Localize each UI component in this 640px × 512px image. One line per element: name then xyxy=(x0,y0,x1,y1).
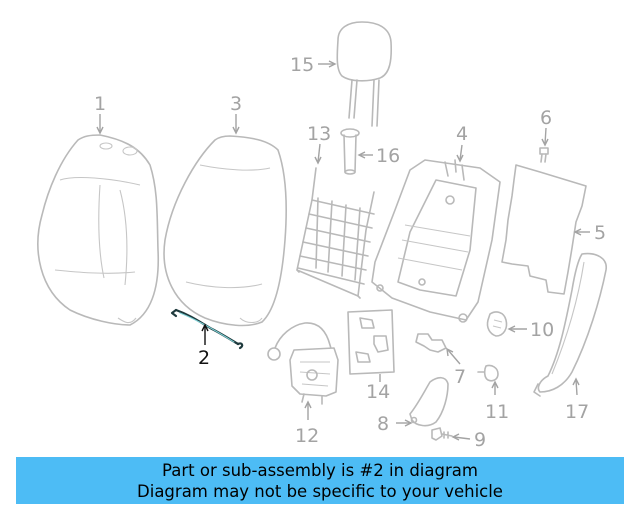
callout-15: 15 xyxy=(290,54,314,76)
callout-4: 4 xyxy=(456,123,468,145)
part-15-headrest xyxy=(336,21,393,127)
leader-lines xyxy=(96,60,590,441)
parts-diagram: 1 3 2 15 16 13 4 6 5 10 7 11 17 8 9 12 1… xyxy=(37,21,607,451)
banner-line-1: Part or sub-assembly is #2 in diagram xyxy=(162,460,478,480)
part-3-seatback-trim xyxy=(163,135,287,327)
callout-13: 13 xyxy=(307,123,331,145)
callout-12: 12 xyxy=(295,425,319,447)
part-13-support-mat xyxy=(296,167,375,299)
part-17-side-trim xyxy=(533,252,607,397)
part-7-bracket xyxy=(415,333,447,353)
part-11-cap xyxy=(477,364,499,382)
part-12-lumbar-unit xyxy=(267,322,339,405)
part-1-seatback-cover xyxy=(37,134,160,326)
callout-2: 2 xyxy=(198,347,210,369)
callout-16: 16 xyxy=(376,145,400,167)
part-14-clips-kit xyxy=(347,309,395,375)
callout-8: 8 xyxy=(377,413,389,435)
callout-17: 17 xyxy=(565,401,589,423)
part-6-bolt xyxy=(539,147,549,163)
part-9-screw xyxy=(431,427,453,441)
part-10-clip xyxy=(486,311,508,337)
callout-10: 10 xyxy=(530,319,554,341)
callouts: 1 3 2 15 16 13 4 6 5 10 7 11 17 8 9 12 1… xyxy=(94,54,606,451)
callout-7: 7 xyxy=(454,366,466,388)
part-16-guide-sleeve xyxy=(340,128,360,175)
banner-line-2: Diagram may not be specific to your vehi… xyxy=(137,481,503,501)
info-banner: Part or sub-assembly is #2 in diagram Di… xyxy=(16,457,624,504)
callout-5: 5 xyxy=(594,222,606,244)
callout-3: 3 xyxy=(230,93,242,115)
part-5-rear-panel xyxy=(501,164,587,295)
part-8-cover-plate xyxy=(409,376,449,427)
callout-1: 1 xyxy=(94,93,106,115)
part-4-frame xyxy=(371,159,501,323)
callout-9: 9 xyxy=(474,429,486,451)
callout-14: 14 xyxy=(366,381,390,403)
part-2-rod xyxy=(170,308,244,350)
callout-6: 6 xyxy=(540,107,552,129)
callout-11: 11 xyxy=(485,401,509,423)
